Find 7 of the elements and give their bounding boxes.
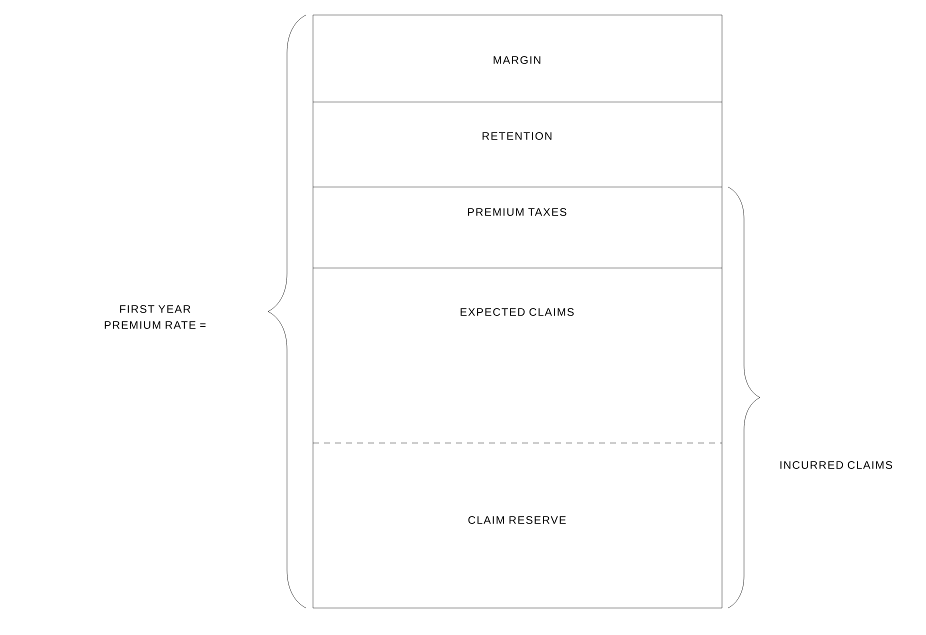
- side-label: INCURRED CLAIMS: [780, 461, 892, 469]
- stack-section: EXPECTED CLAIMS: [312, 268, 722, 444]
- stack-section: RETENTION: [312, 102, 722, 188]
- stack-section: PREMIUM TAXES: [312, 186, 722, 268]
- side-label: FIRST YEAR PREMIUM RATE =: [104, 305, 206, 329]
- stack-section: CLAIM RESERVE: [312, 442, 722, 608]
- stack-section: MARGIN: [312, 14, 722, 102]
